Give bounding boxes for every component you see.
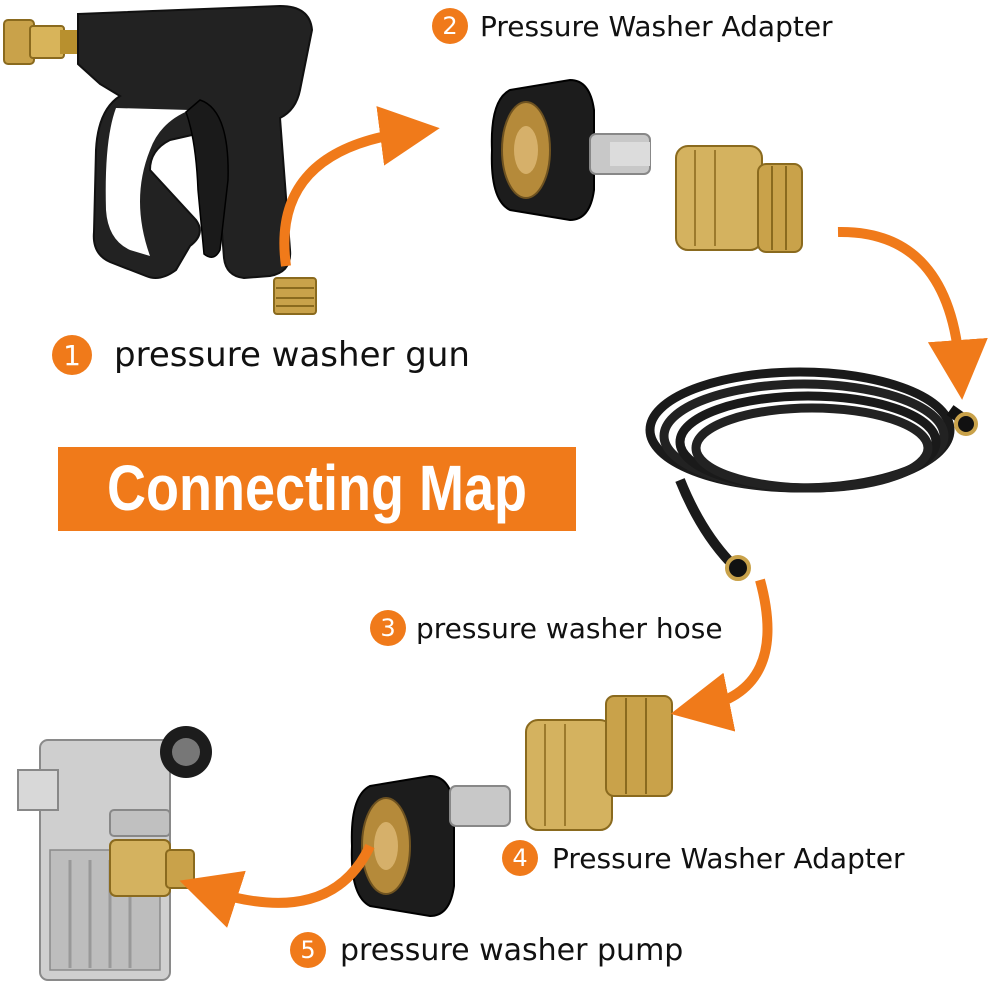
step-5: 5 pressure washer pump (290, 932, 683, 968)
step-4: 4 Pressure Washer Adapter (502, 840, 905, 876)
step-3: 3 pressure washer hose (370, 610, 723, 646)
hose-icon (645, 367, 978, 581)
step-2: 2 Pressure Washer Adapter (432, 8, 833, 44)
step-number-badge: 2 (432, 8, 468, 44)
step-number-badge: 5 (290, 932, 326, 968)
step-number-badge: 3 (370, 610, 406, 646)
page-title-banner: Connecting Map (58, 447, 576, 531)
step-label: pressure washer pump (340, 932, 684, 968)
step-label: Pressure Washer Adapter (480, 9, 833, 43)
step-number-badge: 1 (52, 335, 92, 375)
page-title: Connecting Map (107, 453, 527, 525)
step-label: pressure washer hose (416, 611, 723, 645)
adapter-icon (490, 78, 803, 253)
pump-icon (17, 726, 212, 981)
spray-gun-icon (3, 4, 317, 315)
step-1: 1 pressure washer gun (52, 335, 470, 375)
step-number-badge: 4 (502, 840, 538, 876)
step-label: Pressure Washer Adapter (552, 841, 905, 875)
adapter-icon (350, 695, 673, 918)
step-label: pressure washer gun (114, 335, 470, 375)
